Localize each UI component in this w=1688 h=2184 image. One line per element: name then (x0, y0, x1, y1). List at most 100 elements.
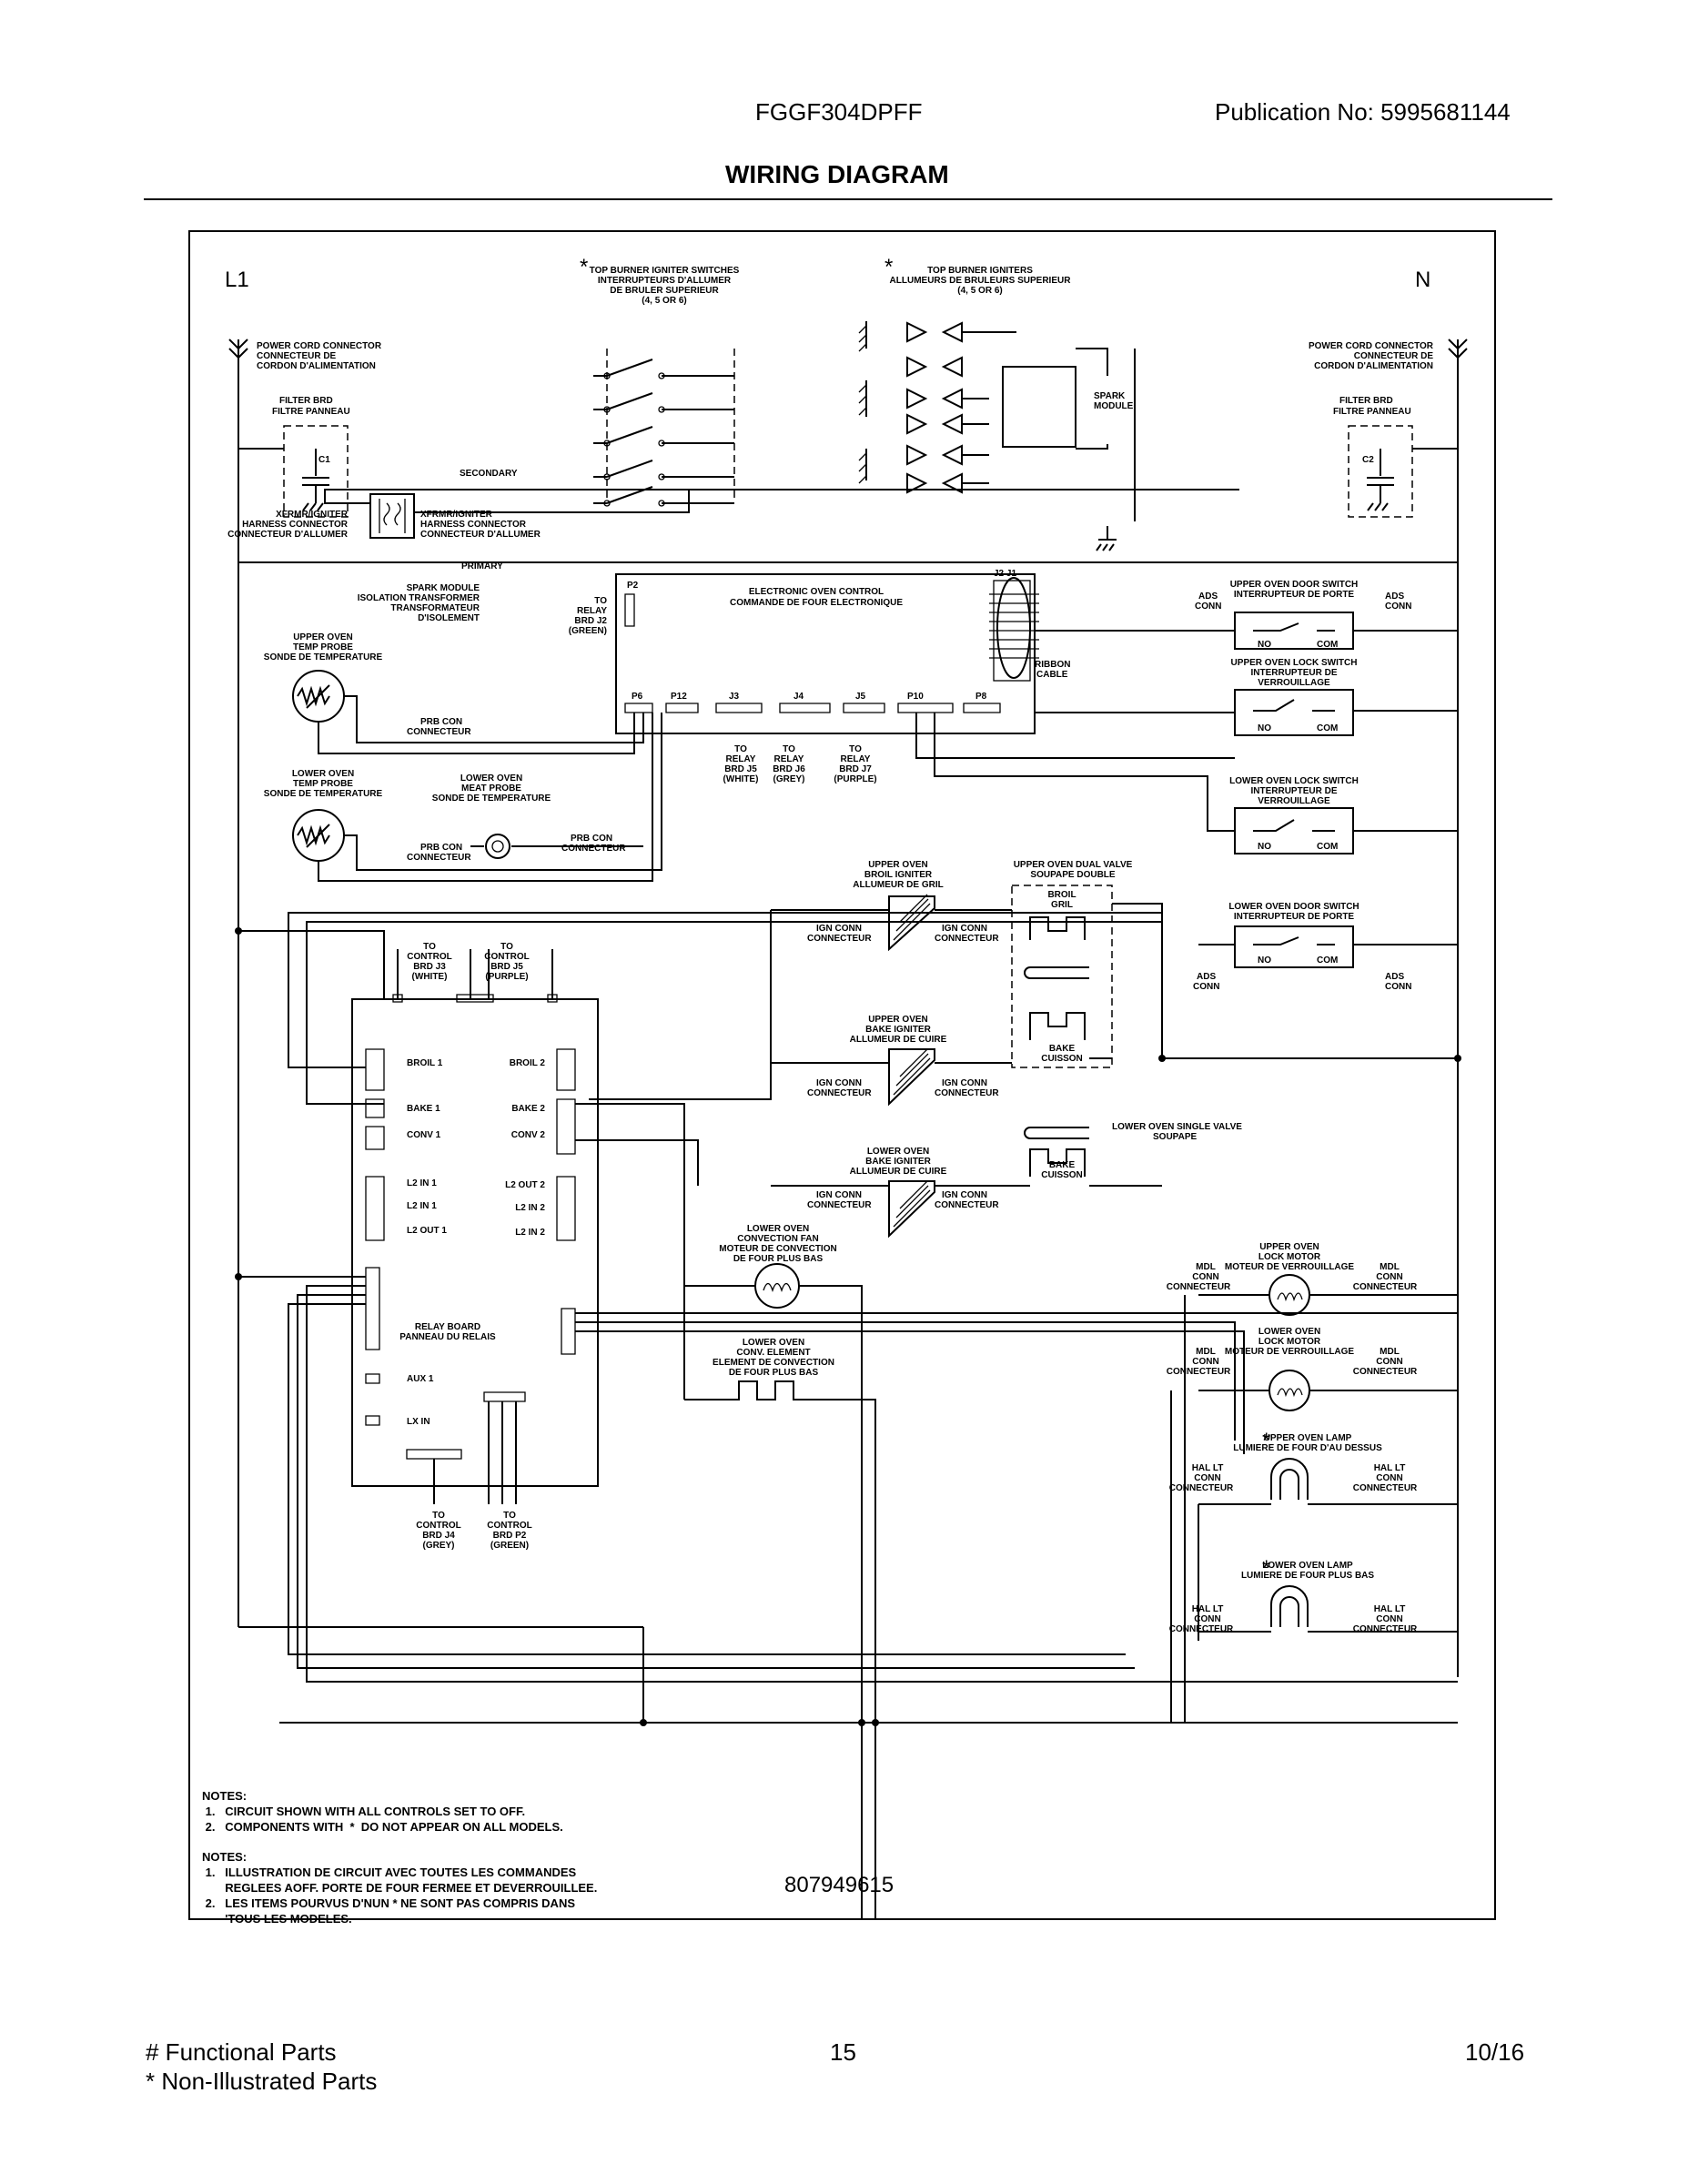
junction-dot (235, 1273, 242, 1280)
valve-stem-icon (1024, 966, 1089, 979)
junction-dot (640, 1719, 647, 1726)
lower-lock-motor-label: LOWER OVEN LOCK MOTOR MOTEUR DE VERROUIL… (1225, 1327, 1355, 1357)
supply-wiring (238, 489, 1458, 563)
svg-text:TEMP PROBE: TEMP PROBE (293, 642, 353, 652)
svg-text:UPPER OVEN DUAL VALVE: UPPER OVEN DUAL VALVE (1014, 860, 1133, 870)
svg-text:P6: P6 (632, 692, 643, 702)
upper-door-switch-contact (1253, 622, 1335, 632)
svg-text:BRD P2: BRD P2 (493, 1531, 527, 1541)
svg-text:CONN: CONN (1195, 602, 1221, 612)
svg-text:IGN CONN: IGN CONN (816, 924, 862, 934)
svg-text:CONNECTEUR: CONNECTEUR (407, 853, 471, 863)
svg-text:CONTROL: CONTROL (416, 1521, 460, 1531)
svg-text:LX IN: LX IN (407, 1417, 430, 1427)
svg-text:ALLUMEUR DE CUIRE: ALLUMEUR DE CUIRE (850, 1167, 947, 1177)
svg-text:CONNECTEUR: CONNECTEUR (1169, 1483, 1234, 1493)
diagram-part-number: 807949615 (784, 1873, 895, 1897)
svg-text:CONN: CONN (1192, 1357, 1218, 1367)
svg-text:ALLUMEUR DE CUIRE: ALLUMEUR DE CUIRE (850, 1035, 947, 1045)
power-cord-right: POWER CORD CONNECTOR CONNECTEUR DE CORDO… (1309, 341, 1434, 371)
upper-lock-motor-label: UPPER OVEN LOCK MOTOR MOTEUR DE VERROUIL… (1225, 1242, 1355, 1272)
igniters-label: TOP BURNER IGNITERS ALLUMEURS DE BRULEUR… (890, 266, 1072, 296)
svg-text:HAL LT: HAL LT (1192, 1463, 1224, 1473)
notes-english: NOTES: 1. CIRCUIT SHOWN WITH ALL CONTROL… (202, 1789, 563, 1834)
svg-text:TOP BURNER IGNITER SWITCHES: TOP BURNER IGNITER SWITCHES (590, 266, 740, 276)
relay-left-labels: BROIL 1 BAKE 1 CONV 1 L2 IN 1 L2 IN 1 L2… (407, 1058, 447, 1427)
svg-text:RELAY: RELAY (726, 754, 756, 764)
svg-text:INTERRUPTEUR DE PORTE: INTERRUPTEUR DE PORTE (1234, 590, 1355, 600)
svg-text:L2 IN 2: L2 IN 2 (515, 1203, 545, 1213)
svg-text:CONNECTEUR: CONNECTEUR (1353, 1367, 1418, 1377)
svg-text:CONNECTEUR DE: CONNECTEUR DE (1354, 351, 1434, 361)
svg-text:TO: TO (594, 596, 607, 606)
svg-text:CONN: CONN (1192, 1272, 1218, 1282)
svg-text:LOCK MOTOR: LOCK MOTOR (1258, 1252, 1321, 1262)
junction-dot (235, 927, 242, 935)
svg-text:(GREEN): (GREEN) (490, 1541, 529, 1551)
functional-parts-legend: # Functional Parts (146, 2038, 337, 2066)
svg-text:CONV 1: CONV 1 (407, 1130, 441, 1140)
svg-text:CONN: CONN (1376, 1473, 1402, 1483)
to-relay-j6-label: TO RELAY BRD J6 (GREY) (773, 744, 805, 784)
svg-text:BRD J5: BRD J5 (724, 764, 757, 774)
svg-text:ALLUMEUR DE GRIL: ALLUMEUR DE GRIL (853, 880, 943, 890)
meat-probe-icon (485, 834, 510, 859)
svg-text:P2: P2 (627, 581, 639, 591)
svg-text:L2 OUT 1: L2 OUT 1 (407, 1226, 447, 1236)
svg-text:BRD J2: BRD J2 (574, 616, 607, 626)
svg-text:CONNECTEUR: CONNECTEUR (1353, 1483, 1418, 1493)
svg-text:(4, 5 OR 6): (4, 5 OR 6) (957, 286, 1002, 296)
lower-bake-igniter-label: LOWER OVEN BAKE IGNITER ALLUMEUR DE CUIR… (850, 1147, 947, 1177)
conv-element-label: LOWER OVEN CONV. ELEMENT ELEMENT DE CONV… (713, 1338, 834, 1378)
svg-text:CONNECTEUR: CONNECTEUR (935, 1200, 999, 1210)
junction-dot (1158, 1055, 1166, 1062)
svg-text:TO: TO (849, 744, 862, 754)
svg-text:UPPER OVEN DOOR SWITCH: UPPER OVEN DOOR SWITCH (1230, 580, 1359, 590)
svg-text:CONN: CONN (1376, 1272, 1402, 1282)
lower-bake-cuisson-label: BAKE CUISSON (1041, 1160, 1083, 1180)
svg-text:RELAY: RELAY (841, 754, 871, 764)
svg-text:CONV. ELEMENT: CONV. ELEMENT (736, 1348, 810, 1358)
svg-text:CORDON D'ALIMENTATION: CORDON D'ALIMENTATION (257, 361, 376, 371)
bake-igniter-icon (888, 1048, 935, 1107)
xfmr-left-label: XFRMR/IGNITER HARNESS CONNECTOR CONNECTE… (227, 510, 349, 540)
c1-capacitor-icon (238, 448, 329, 511)
lower-door-switch-box (1234, 925, 1354, 968)
svg-text:(PURPLE): (PURPLE) (834, 774, 876, 784)
svg-text:J5: J5 (855, 692, 866, 702)
svg-text:TO: TO (423, 942, 436, 952)
svg-text:UPPER OVEN: UPPER OVEN (868, 1015, 928, 1025)
svg-text:CONNECTEUR: CONNECTEUR (807, 1088, 872, 1098)
bottom-bus-wiring (238, 1626, 1458, 1724)
svg-text:CONTROL: CONTROL (484, 952, 529, 962)
broil-igniter-label: UPPER OVEN BROIL IGNITER ALLUMEUR DE GRI… (853, 860, 943, 890)
svg-text:(GREY): (GREY) (423, 1541, 455, 1551)
svg-text:BAKE 2: BAKE 2 (511, 1104, 545, 1114)
junction-dot (872, 1719, 879, 1726)
svg-text:ELECTRONIC OVEN CONTROL: ELECTRONIC OVEN CONTROL (749, 587, 884, 597)
svg-text:MOTEUR DE VERROUILLAGE: MOTEUR DE VERROUILLAGE (1225, 1347, 1355, 1357)
svg-text:CONNECTEUR D'ALLUMER: CONNECTEUR D'ALLUMER (420, 530, 541, 540)
spark-module-leads (1076, 348, 1136, 521)
svg-text:CONNECTEUR: CONNECTEUR (407, 727, 471, 737)
svg-text:SOUPAPE DOUBLE: SOUPAPE DOUBLE (1030, 870, 1115, 880)
svg-text:ISOLATION TRANSFORMER: ISOLATION TRANSFORMER (358, 593, 480, 603)
svg-text:VERROUILLAGE: VERROUILLAGE (1258, 678, 1330, 688)
svg-text:CONNECTEUR DE: CONNECTEUR DE (257, 351, 337, 361)
asterisk-icon: * (1262, 1429, 1270, 1453)
dual-valve-box (1011, 885, 1113, 1068)
svg-text:CONNECTEUR: CONNECTEUR (1353, 1624, 1418, 1634)
conv-fan-label: LOWER OVEN CONVECTION FAN MOTEUR DE CONV… (719, 1224, 836, 1264)
model-number: FGGF304DPFF (755, 98, 923, 126)
svg-text:UPPER OVEN: UPPER OVEN (1259, 1242, 1319, 1252)
svg-text:IGN CONN: IGN CONN (942, 924, 987, 934)
spark-module-box (1002, 366, 1076, 448)
svg-text:ADS: ADS (1198, 592, 1218, 602)
svg-text:CONTROL: CONTROL (487, 1521, 531, 1531)
